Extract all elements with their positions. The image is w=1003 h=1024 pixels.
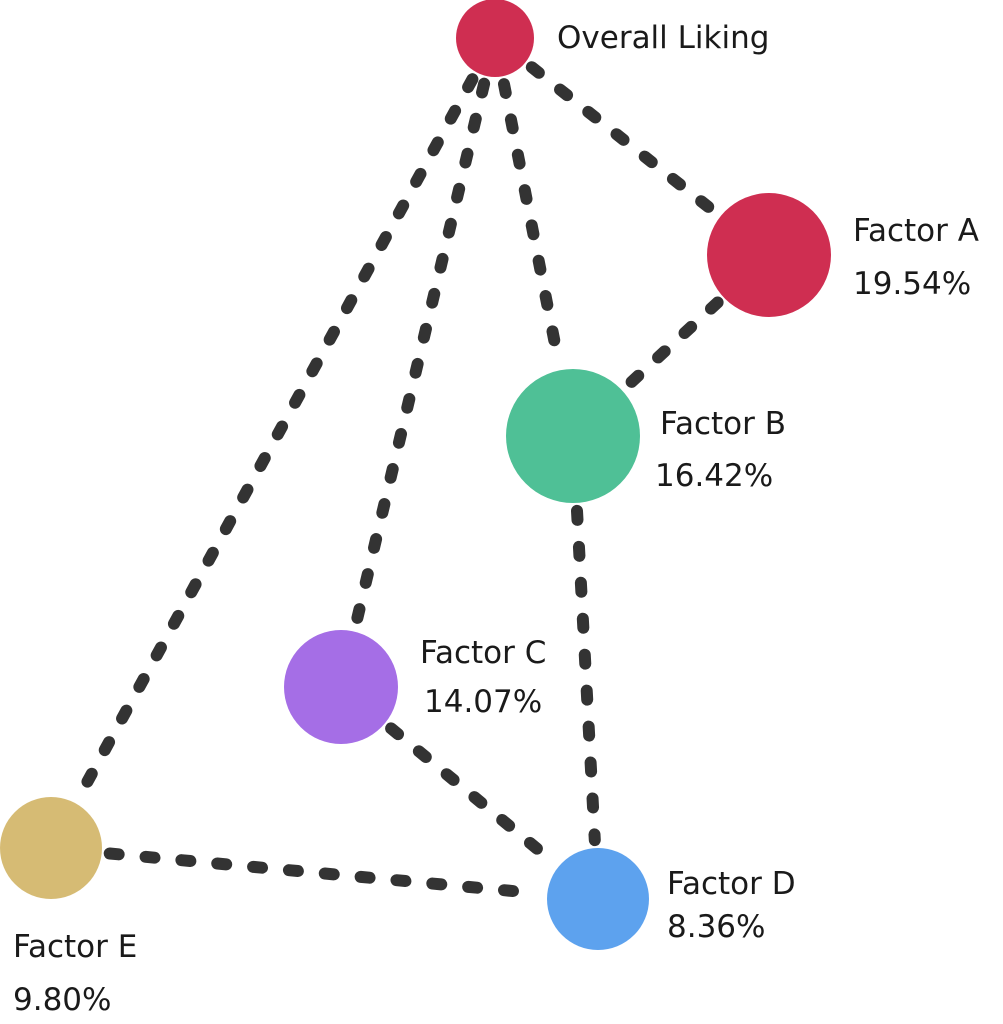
factor-e-value: 9.80% — [13, 982, 111, 1018]
edge-c-d — [385, 722, 559, 868]
edge-overall-b — [498, 78, 565, 369]
factor-a-value: 19.54% — [853, 266, 971, 302]
labels-group: Overall Liking Factor A 19.54% Factor B … — [13, 20, 979, 1018]
node-factor-e[interactable] — [0, 797, 102, 899]
node-factor-d[interactable] — [547, 848, 649, 950]
factor-c-value: 14.07% — [424, 684, 542, 720]
edge-a-b — [622, 296, 724, 392]
factor-e-label: Factor E — [13, 929, 137, 965]
factor-b-label: Factor B — [660, 406, 786, 442]
factor-c-label: Factor C — [420, 635, 546, 671]
node-factor-c[interactable] — [284, 630, 398, 744]
overall-liking-label: Overall Liking — [557, 20, 769, 56]
edge-overall-a — [525, 61, 721, 218]
edge-overall-c — [350, 77, 491, 630]
factor-b-value: 16.42% — [655, 458, 773, 494]
factor-d-value: 8.36% — [667, 909, 765, 945]
edge-overall-e — [73, 73, 479, 803]
edge-e-d — [103, 847, 546, 900]
factor-d-label: Factor D — [667, 866, 796, 902]
nodes-group — [0, 0, 831, 950]
edges-group — [73, 61, 724, 900]
node-factor-a[interactable] — [707, 193, 831, 317]
factor-a-label: Factor A — [853, 213, 979, 249]
edge-b-d — [571, 504, 601, 847]
node-factor-b[interactable] — [506, 369, 640, 503]
node-overall-liking[interactable] — [456, 0, 534, 77]
